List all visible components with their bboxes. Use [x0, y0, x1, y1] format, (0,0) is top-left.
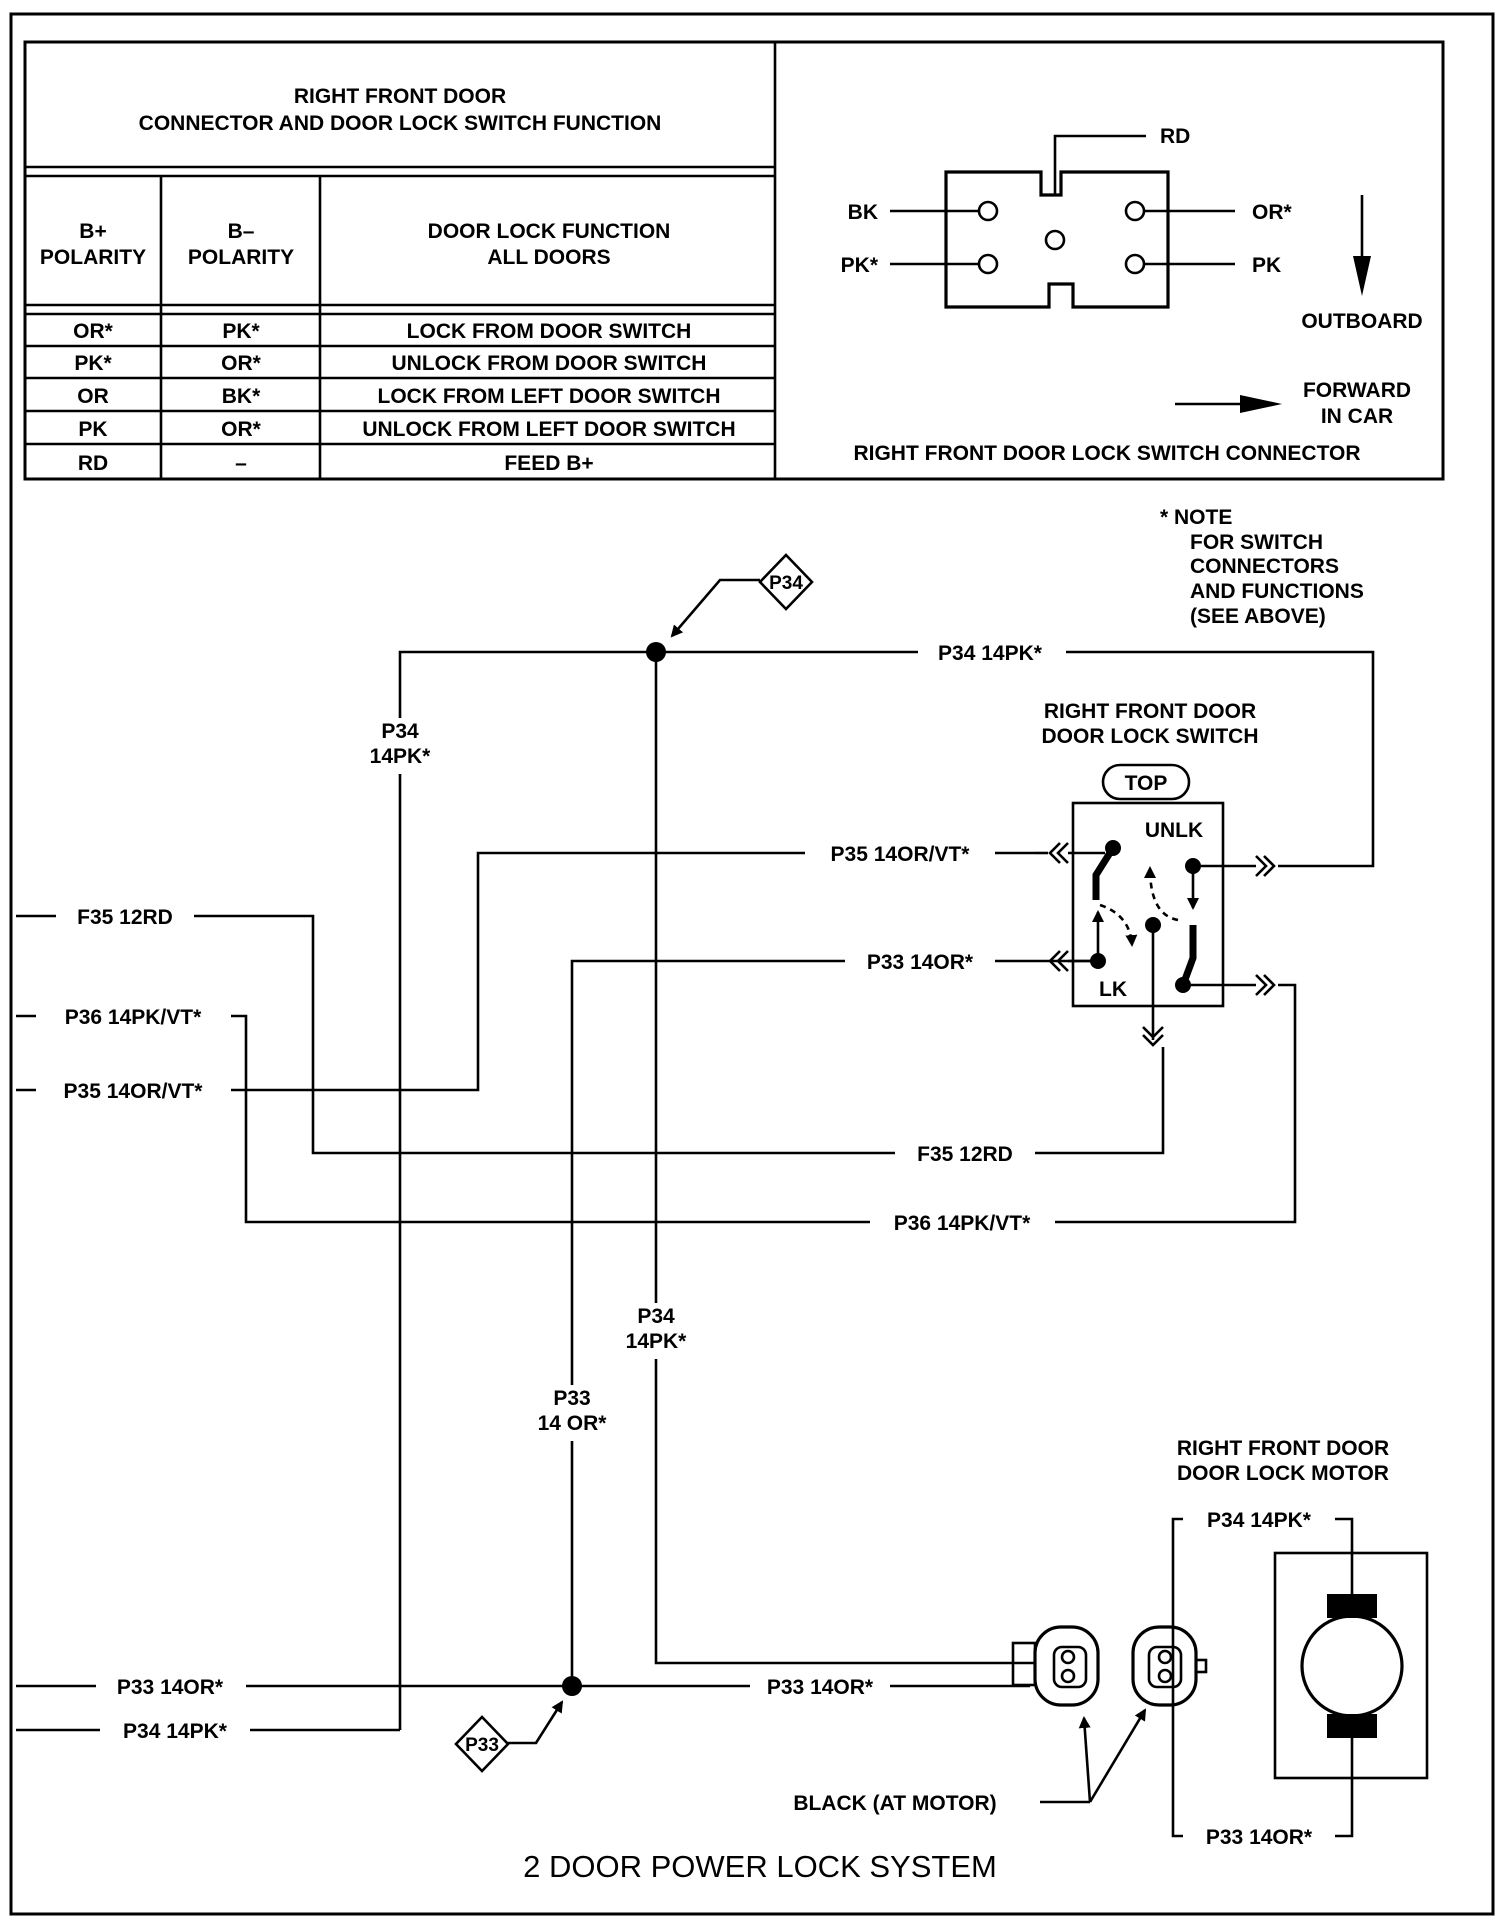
- splice-dot: [562, 1676, 582, 1696]
- connector-color-label: BLACK (AT MOTOR): [793, 1792, 996, 1815]
- cell-bplus: OR*: [73, 320, 114, 343]
- pin-top-label: RD: [1160, 125, 1190, 148]
- wire-label: P34: [637, 1305, 675, 1328]
- wire-label: P33: [553, 1387, 590, 1410]
- cell-bminus: OR*: [221, 418, 262, 441]
- splice-bottom-label: P33: [465, 1735, 499, 1756]
- cell-bplus: PK*: [74, 352, 112, 375]
- wire-label: P35 14OR/VT*: [64, 1080, 204, 1103]
- cell-bplus: PK: [78, 418, 107, 441]
- cell-function: UNLOCK FROM DOOR SWITCH: [392, 352, 707, 375]
- wire-label: P35 14OR/VT*: [831, 843, 971, 866]
- note-line5: (SEE ABOVE): [1190, 605, 1326, 628]
- switch-lock-label: LK: [1099, 978, 1127, 1001]
- cell-bminus: OR*: [221, 352, 262, 375]
- col-function-line2: ALL DOORS: [487, 246, 610, 269]
- motor-wire-top-label: P34 14PK*: [1207, 1509, 1312, 1532]
- splice-tag-p34: [758, 553, 814, 611]
- motor-connector-motor-side: [1131, 1625, 1208, 1707]
- note-block: * NOTE FOR SWITCH CONNECTORS AND FUNCTIO…: [1160, 506, 1364, 628]
- cell-bminus: –: [235, 452, 247, 475]
- pin-right-bottom-label: PK: [1252, 254, 1281, 277]
- outboard-label: OUTBOARD: [1301, 310, 1422, 333]
- wire-label: P36 14PK/VT*: [894, 1212, 1031, 1235]
- wire-label: P34 14PK*: [123, 1720, 228, 1743]
- forward-label-line1: FORWARD: [1303, 379, 1411, 402]
- cell-function: FEED B+: [504, 452, 593, 475]
- pin-right-top-label: OR*: [1252, 201, 1293, 224]
- note-line2: FOR SWITCH: [1190, 531, 1323, 554]
- splice-top-label: P34: [769, 573, 803, 594]
- wire-label: P33 14OR*: [767, 1676, 874, 1699]
- cell-function: LOCK FROM DOOR SWITCH: [407, 320, 692, 343]
- cell-function: UNLOCK FROM LEFT DOOR SWITCH: [362, 418, 735, 441]
- door-lock-motor: RIGHT FRONT DOOR DOOR LOCK MOTOR P34 14P…: [793, 1437, 1429, 1849]
- right-arrow-icon: [1240, 395, 1282, 413]
- switch-title-line2: DOOR LOCK SWITCH: [1042, 725, 1259, 748]
- switch-top-tag: TOP: [1125, 772, 1168, 795]
- connector-caption: RIGHT FRONT DOOR LOCK SWITCH CONNECTOR: [853, 442, 1360, 465]
- motor-title-line2: DOOR LOCK MOTOR: [1177, 1462, 1389, 1485]
- col-bplus-line1: B+: [79, 220, 106, 243]
- door-lock-switch: RIGHT FRONT DOOR DOOR LOCK SWITCH TOP UN…: [1035, 700, 1276, 1047]
- cell-bminus: PK*: [222, 320, 260, 343]
- table-title-line1: RIGHT FRONT DOOR: [294, 85, 506, 108]
- table-row: OR* PK* LOCK FROM DOOR SWITCH: [73, 320, 691, 343]
- note-line4: AND FUNCTIONS: [1190, 580, 1364, 603]
- col-bplus-line2: POLARITY: [40, 246, 146, 269]
- col-bminus-line1: B–: [228, 220, 255, 243]
- cell-function: LOCK FROM LEFT DOOR SWITCH: [378, 385, 721, 408]
- wire-label: F35 12RD: [77, 906, 173, 929]
- down-arrow-icon: [1353, 256, 1371, 296]
- col-bminus-line2: POLARITY: [188, 246, 294, 269]
- motor-connector-harness-side: [1011, 1625, 1100, 1707]
- pin-left-top-label: BK: [848, 201, 878, 224]
- table-row: RD – FEED B+: [78, 452, 594, 475]
- wire-label: P36 14PK/VT*: [65, 1006, 202, 1029]
- wire-label: 14 OR*: [538, 1412, 608, 1435]
- outer-frame: [9, 12, 1495, 1916]
- cell-bplus: RD: [78, 452, 108, 475]
- motor-wire-bottom-label: P33 14OR*: [1206, 1826, 1313, 1849]
- table-row: PK OR* UNLOCK FROM LEFT DOOR SWITCH: [78, 418, 735, 441]
- switch-title-line1: RIGHT FRONT DOOR: [1044, 700, 1256, 723]
- pin-left-bottom-label: PK*: [841, 254, 879, 277]
- wire-label: F35 12RD: [917, 1143, 1013, 1166]
- splice-tag-p33: [454, 1715, 510, 1773]
- switch-unlock-label: UNLK: [1145, 819, 1203, 842]
- table-row: PK* OR* UNLOCK FROM DOOR SWITCH: [74, 352, 706, 375]
- forward-label-line2: IN CAR: [1321, 405, 1393, 428]
- wire-label: 14PK*: [370, 745, 432, 768]
- wire-label: P34 14PK*: [938, 642, 1043, 665]
- cell-bminus: BK*: [222, 385, 261, 408]
- table-title-line2: CONNECTOR AND DOOR LOCK SWITCH FUNCTION: [139, 112, 662, 135]
- polarity-table: RIGHT FRONT DOOR CONNECTOR AND DOOR LOCK…: [23, 40, 1445, 481]
- wire-label: P33 14OR*: [117, 1676, 224, 1699]
- table-row: OR BK* LOCK FROM LEFT DOOR SWITCH: [77, 385, 720, 408]
- cell-bplus: OR: [77, 385, 109, 408]
- wire-label: 14PK*: [626, 1330, 688, 1353]
- wire-label: P33 14OR*: [867, 951, 974, 974]
- motor-title-line1: RIGHT FRONT DOOR: [1177, 1437, 1389, 1460]
- wire-labels: P34 14PK* P34 14PK* P35 14OR/VT* P33 14O…: [36, 637, 1066, 1745]
- wire-label: P34: [381, 720, 419, 743]
- splice-dot: [646, 642, 666, 662]
- col-function-line1: DOOR LOCK FUNCTION: [428, 220, 671, 243]
- diagram-title: 2 DOOR POWER LOCK SYSTEM: [523, 1849, 997, 1884]
- switch-connector-view: RD BK PK* OR* PK OUTBOARD FORWARD IN CAR…: [841, 125, 1423, 465]
- note-line3: CONNECTORS: [1190, 555, 1339, 578]
- note-line1: * NOTE: [1160, 506, 1232, 529]
